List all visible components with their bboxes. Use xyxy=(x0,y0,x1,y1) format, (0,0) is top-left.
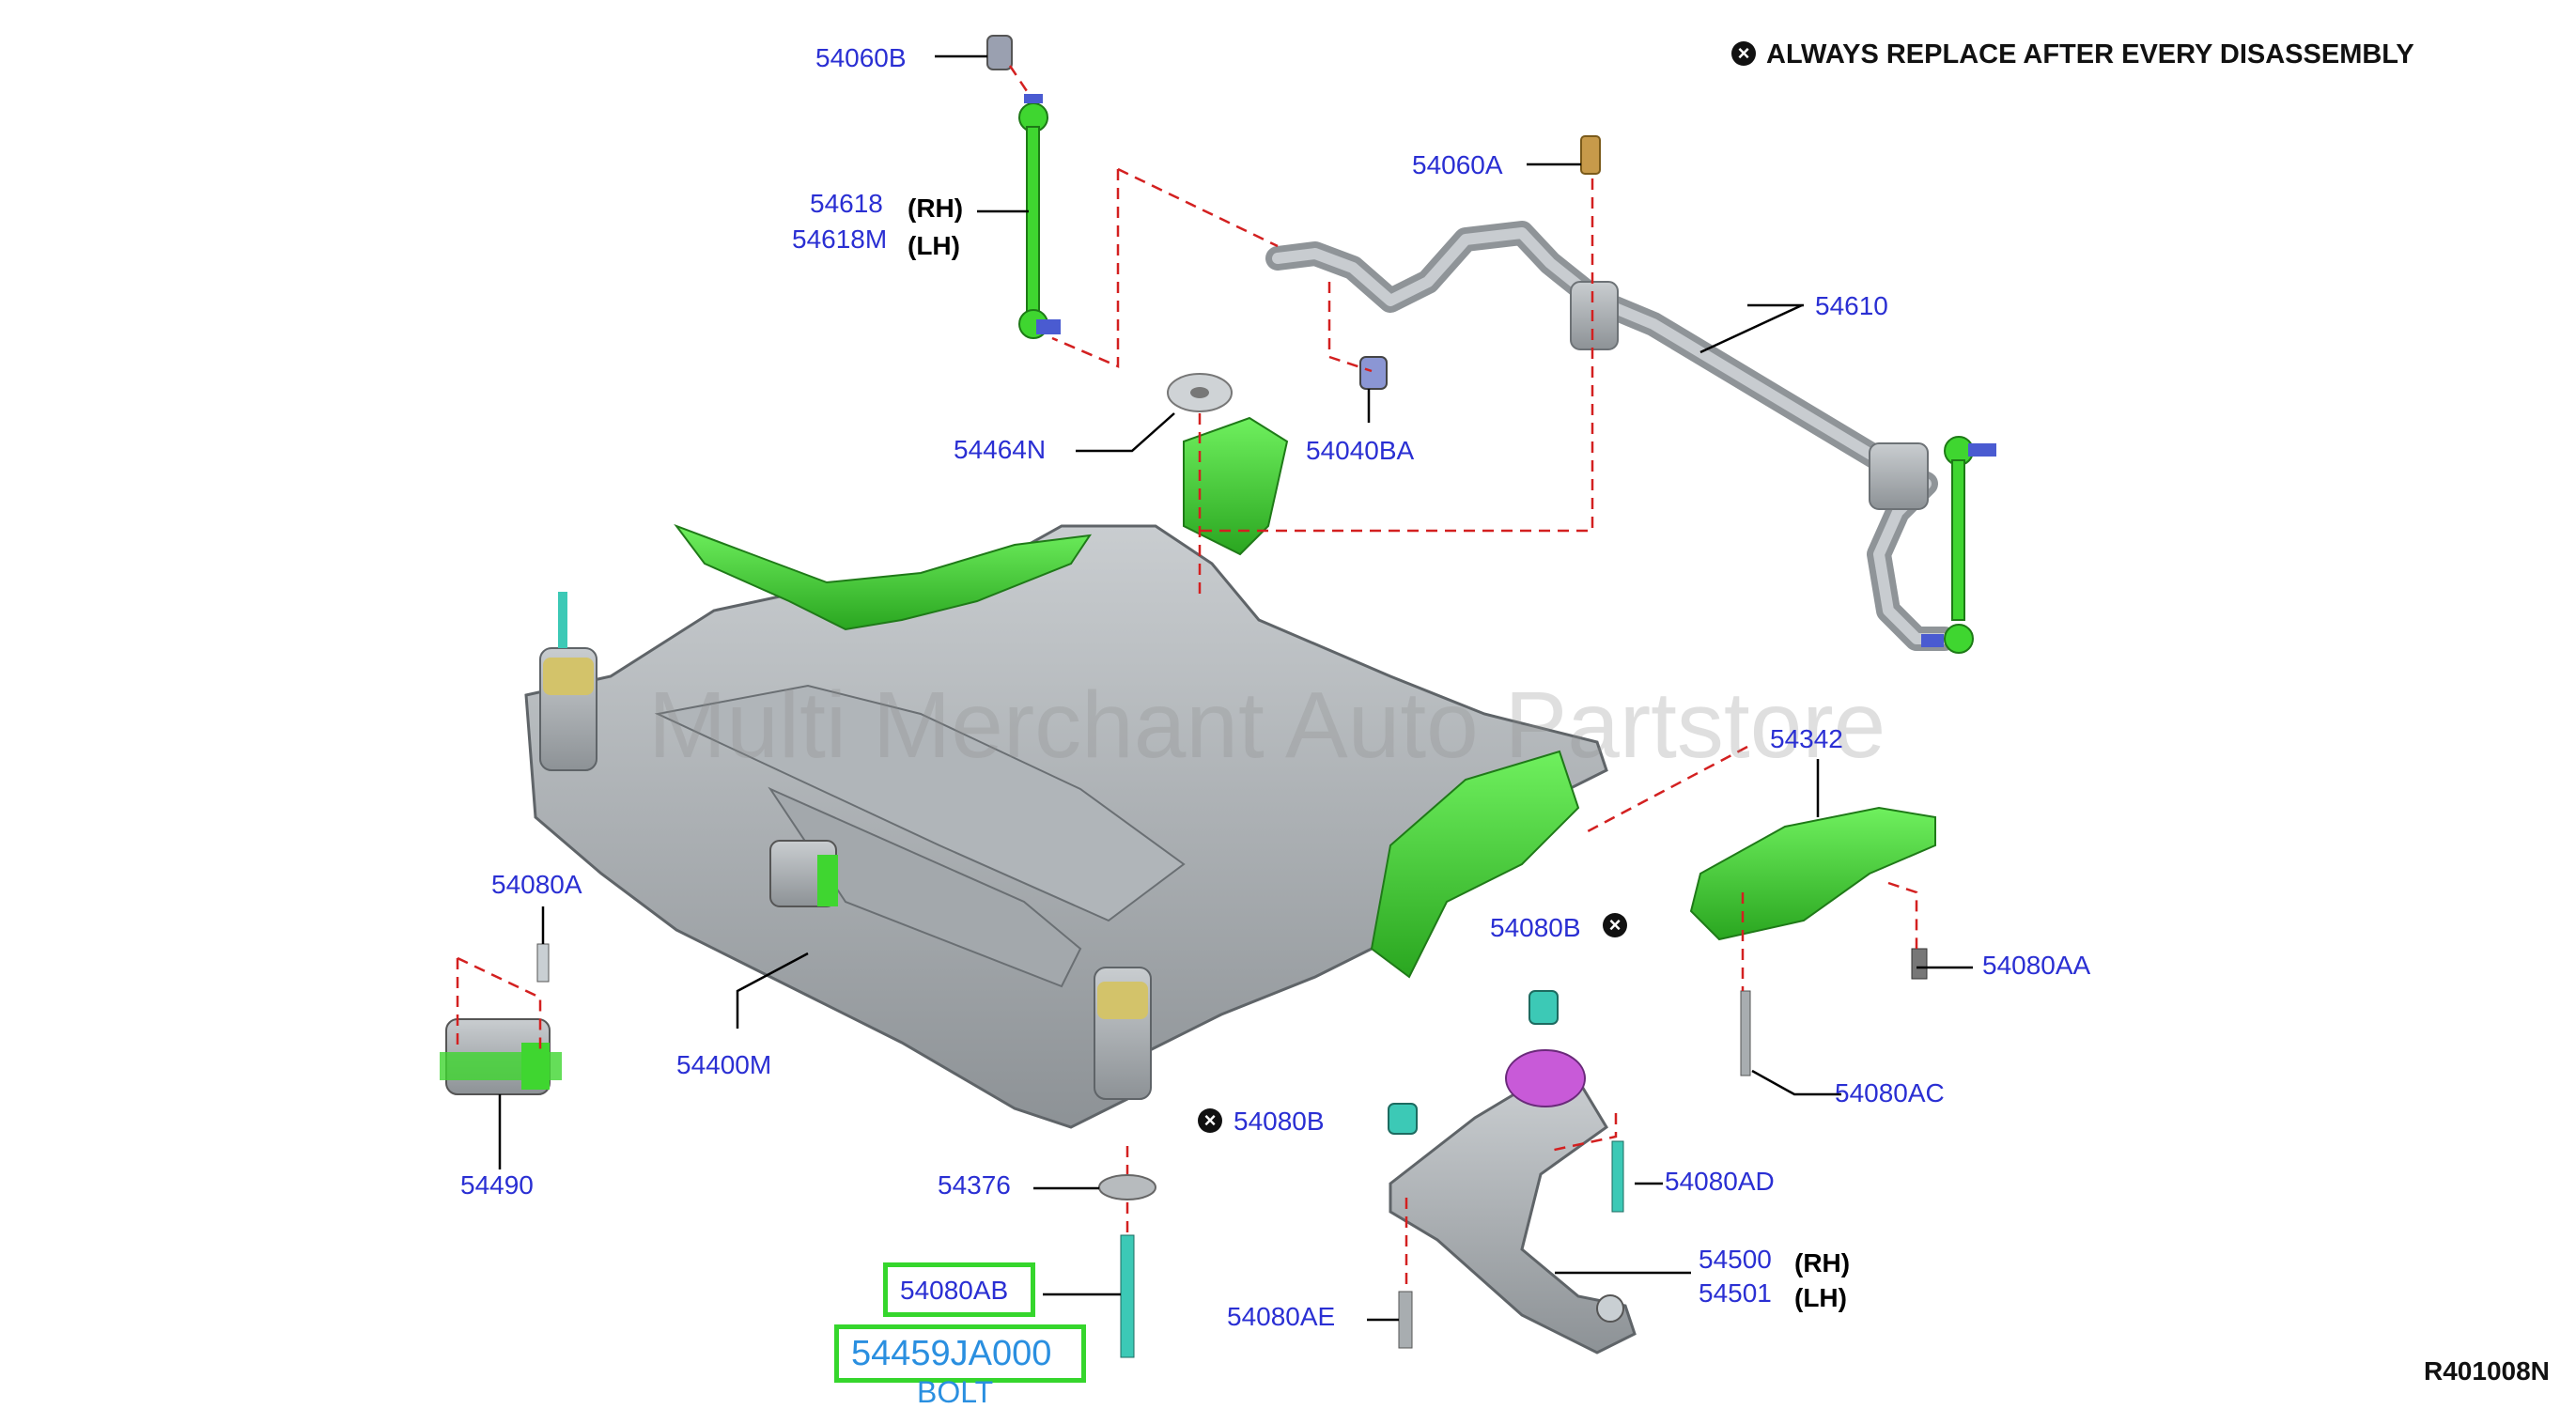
diagram-code: R401008N xyxy=(2424,1356,2550,1386)
stud-left xyxy=(558,592,567,648)
label-54501[interactable]: 54501 xyxy=(1699,1278,1772,1308)
bar-bushing-left xyxy=(1570,281,1619,350)
label-54080ae[interactable]: 54080AE xyxy=(1227,1302,1336,1331)
label-54342[interactable]: 54342 xyxy=(1770,724,1843,753)
nut-54040ba xyxy=(1359,356,1388,390)
label-54490[interactable]: 54490 xyxy=(460,1170,534,1200)
leader-lines xyxy=(498,54,1973,1322)
arm-bushing xyxy=(1505,1049,1586,1107)
bolt-54080ad xyxy=(1611,1140,1624,1213)
label-54500[interactable]: 54500 xyxy=(1699,1245,1772,1274)
nut-54080b-low xyxy=(1388,1103,1418,1135)
replace-note: ALWAYS REPLACE AFTER EVERY DISASSEMBLY xyxy=(1766,39,2414,70)
label-54080aa[interactable]: 54080AA xyxy=(1982,951,2091,980)
engine-mount-54490 xyxy=(440,1018,562,1095)
part-number[interactable]: 54459JA000 xyxy=(851,1334,1052,1373)
label-54610[interactable]: 54610 xyxy=(1815,291,1888,320)
highlight-54080ab xyxy=(883,1262,1035,1317)
label-54618-side: (RH) xyxy=(908,194,964,223)
label-54080b-low[interactable]: 54080B xyxy=(1234,1107,1325,1136)
bolt-54080ab xyxy=(1120,1234,1135,1358)
label-54500-side: (RH) xyxy=(1794,1248,1851,1277)
nut-54080b-top xyxy=(1529,990,1559,1025)
label-54080ad[interactable]: 54080AD xyxy=(1665,1167,1775,1196)
bolt-54080ac xyxy=(1740,990,1751,1076)
bolt-54080ae xyxy=(1398,1291,1413,1349)
replace-marker-icon: × xyxy=(1198,1108,1222,1133)
washer-54376 xyxy=(1098,1174,1156,1200)
bolt-54060a xyxy=(1580,135,1601,175)
label-54464n[interactable]: 54464N xyxy=(954,435,1047,464)
bar-bushing-right xyxy=(1869,442,1929,510)
label-54376[interactable]: 54376 xyxy=(938,1170,1011,1200)
ball-joint xyxy=(1596,1294,1624,1323)
replace-marker-icon: × xyxy=(1603,913,1627,937)
label-54060b[interactable]: 54060B xyxy=(815,43,907,72)
label-54618[interactable]: 54618 xyxy=(810,189,883,218)
label-54080a[interactable]: 54080A xyxy=(491,870,582,899)
label-54400m[interactable]: 54400M xyxy=(676,1050,772,1079)
label-54040ba[interactable]: 54040BA xyxy=(1306,436,1415,465)
label-54080b-top[interactable]: 54080B xyxy=(1490,913,1581,942)
rear-bracket-green xyxy=(1370,750,1580,979)
upper-bracket-green xyxy=(1183,416,1289,556)
plate-54342 xyxy=(1689,806,1936,941)
label-54080ac[interactable]: 54080AC xyxy=(1835,1078,1945,1107)
label-54501-side: (LH) xyxy=(1794,1283,1847,1312)
label-54060a[interactable]: 54060A xyxy=(1412,150,1503,179)
label-54618m-side: (LH) xyxy=(908,231,960,260)
highlight-part-number xyxy=(834,1324,1086,1383)
bolt-54080a xyxy=(536,943,550,983)
stabilizer-link-left xyxy=(986,35,1061,339)
bolt-54080aa xyxy=(1911,948,1928,980)
replace-marker-icon: × xyxy=(1731,41,1756,66)
dashed-leaders xyxy=(456,65,1918,1292)
lower-link-green xyxy=(674,523,1093,631)
stabilizer-link-right xyxy=(1921,436,1996,654)
label-54618m[interactable]: 54618M xyxy=(792,225,888,254)
label-54080ab[interactable]: 54080AB xyxy=(900,1276,1009,1305)
part-description: BOLT xyxy=(917,1375,994,1409)
watermark: Multi Merchant Auto Partstore xyxy=(648,673,1886,778)
